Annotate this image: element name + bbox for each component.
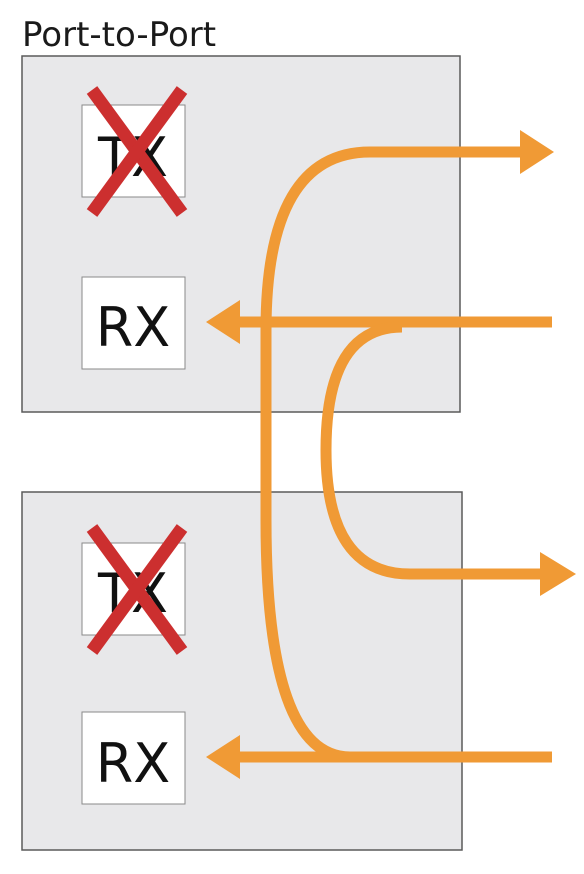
signal-links <box>206 130 576 779</box>
rx-label-top: RX <box>96 296 171 359</box>
link-branch-to-lower-out <box>320 321 540 580</box>
link-bottom-to-top-out <box>260 146 552 763</box>
rx-label-bottom: RX <box>96 732 171 795</box>
rx-box-top-frame <box>81 276 186 370</box>
port-panel-bottom: TX RX <box>21 491 463 851</box>
tx-box-bottom: TX <box>81 524 188 655</box>
arrow-right-icon <box>540 552 576 596</box>
rx-box-bottom-frame <box>81 711 186 805</box>
arrow-right-icon <box>520 130 554 174</box>
disabled-cross-icon <box>86 524 188 655</box>
disabled-cross-icon <box>86 86 188 217</box>
diagram-title: Port-to-Port <box>22 15 216 55</box>
rx-box-bottom: RX <box>81 711 186 805</box>
arrow-left-icon <box>206 735 240 779</box>
tx-box-top: TX <box>81 86 188 217</box>
arrow-left-icon <box>206 300 240 344</box>
rx-box-top: RX <box>81 276 186 370</box>
port-panel-top: TX RX <box>21 55 461 413</box>
